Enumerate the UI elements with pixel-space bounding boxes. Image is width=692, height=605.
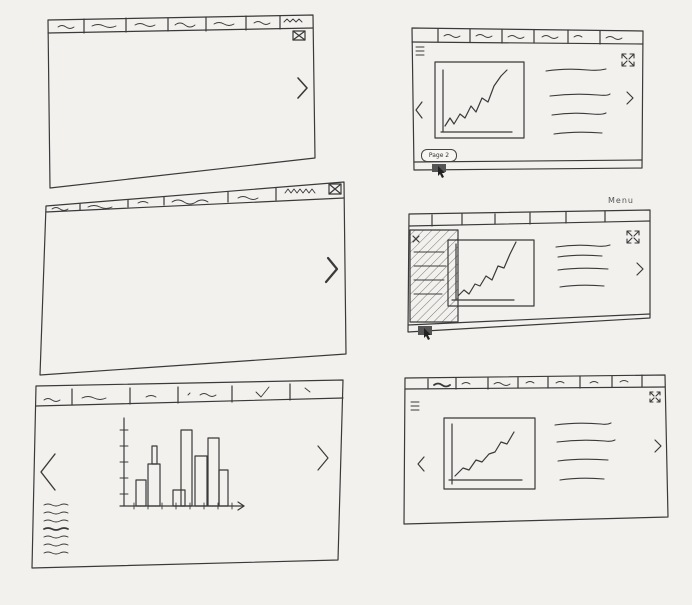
mouse-cursor-icon — [424, 328, 431, 340]
tab-scribbles — [433, 380, 629, 388]
status-bar — [407, 313, 651, 326]
expand-icon[interactable] — [649, 391, 661, 403]
tab-bar — [35, 397, 344, 407]
tab-bar — [411, 41, 644, 45]
chevron-right-icon[interactable] — [317, 445, 329, 471]
tab-dividers — [79, 187, 277, 211]
window-frame — [407, 209, 651, 333]
close-icon[interactable] — [412, 235, 420, 243]
series-line — [457, 241, 517, 297]
wireframe-top-left — [47, 14, 316, 189]
text-lines — [554, 422, 616, 481]
tab-dividers — [427, 374, 643, 390]
bar-chart — [119, 417, 245, 511]
tab-scribbles — [43, 386, 311, 402]
wireframe-bottom-right — [403, 374, 669, 525]
axis-arrow — [237, 501, 245, 511]
chevron-right-icon[interactable] — [324, 256, 339, 284]
chevron-right-icon[interactable] — [297, 77, 308, 99]
tab-dividers — [71, 383, 291, 406]
hamburger-menu-icon[interactable] — [415, 46, 425, 56]
window-frame — [411, 27, 644, 171]
chart-frame — [443, 417, 536, 490]
window-frame — [403, 374, 669, 525]
wireframe-middle-right — [407, 209, 651, 340]
chevron-left-icon[interactable] — [417, 456, 425, 472]
close-icon[interactable] — [328, 183, 342, 195]
chart-frame — [447, 239, 535, 307]
tab-scribbles — [51, 188, 316, 211]
series-line — [444, 69, 508, 127]
text-lines — [545, 68, 611, 135]
page-pill-label[interactable]: Page 2 — [421, 149, 457, 162]
tab-dividers — [431, 210, 606, 227]
tab-scribbles — [443, 34, 623, 40]
expand-icon[interactable] — [621, 53, 635, 67]
menu-items — [413, 251, 447, 295]
window-frame — [31, 379, 344, 569]
bar — [147, 463, 161, 507]
close-icon[interactable] — [292, 30, 306, 41]
window-frame — [39, 181, 347, 376]
chevron-left-icon[interactable] — [40, 453, 56, 491]
text-lines — [555, 244, 611, 288]
bar — [151, 445, 158, 465]
sidebar-list — [43, 503, 69, 555]
wireframe-middle-left — [39, 181, 347, 376]
tab-bar — [47, 27, 314, 34]
side-menu-panel[interactable] — [409, 229, 459, 323]
chevron-right-icon[interactable] — [636, 262, 644, 276]
bar — [180, 429, 193, 507]
chevron-right-icon[interactable] — [626, 91, 634, 105]
series-line — [454, 431, 515, 477]
line-chart — [443, 417, 536, 490]
tab-scribbles — [57, 18, 303, 29]
menu-label: Menu — [608, 196, 634, 205]
line-chart — [447, 239, 535, 307]
bar — [135, 479, 147, 507]
mouse-cursor-icon — [438, 166, 445, 178]
line-chart — [434, 61, 525, 139]
window-frame — [47, 14, 316, 189]
tab-dividers — [83, 15, 281, 34]
tab-bar — [404, 386, 666, 390]
chevron-left-icon[interactable] — [415, 101, 423, 119]
chevron-right-icon[interactable] — [654, 439, 662, 453]
expand-icon[interactable] — [626, 230, 640, 244]
tab-bar — [45, 197, 345, 213]
chart-frame — [434, 61, 525, 139]
bar — [194, 455, 208, 507]
wireframe-bottom-left — [31, 379, 344, 569]
tab-dividers — [437, 28, 601, 45]
bar — [218, 469, 229, 507]
bar — [207, 437, 220, 507]
bar — [172, 489, 186, 507]
y-ticks — [119, 429, 129, 495]
hamburger-menu-icon[interactable] — [410, 401, 420, 411]
